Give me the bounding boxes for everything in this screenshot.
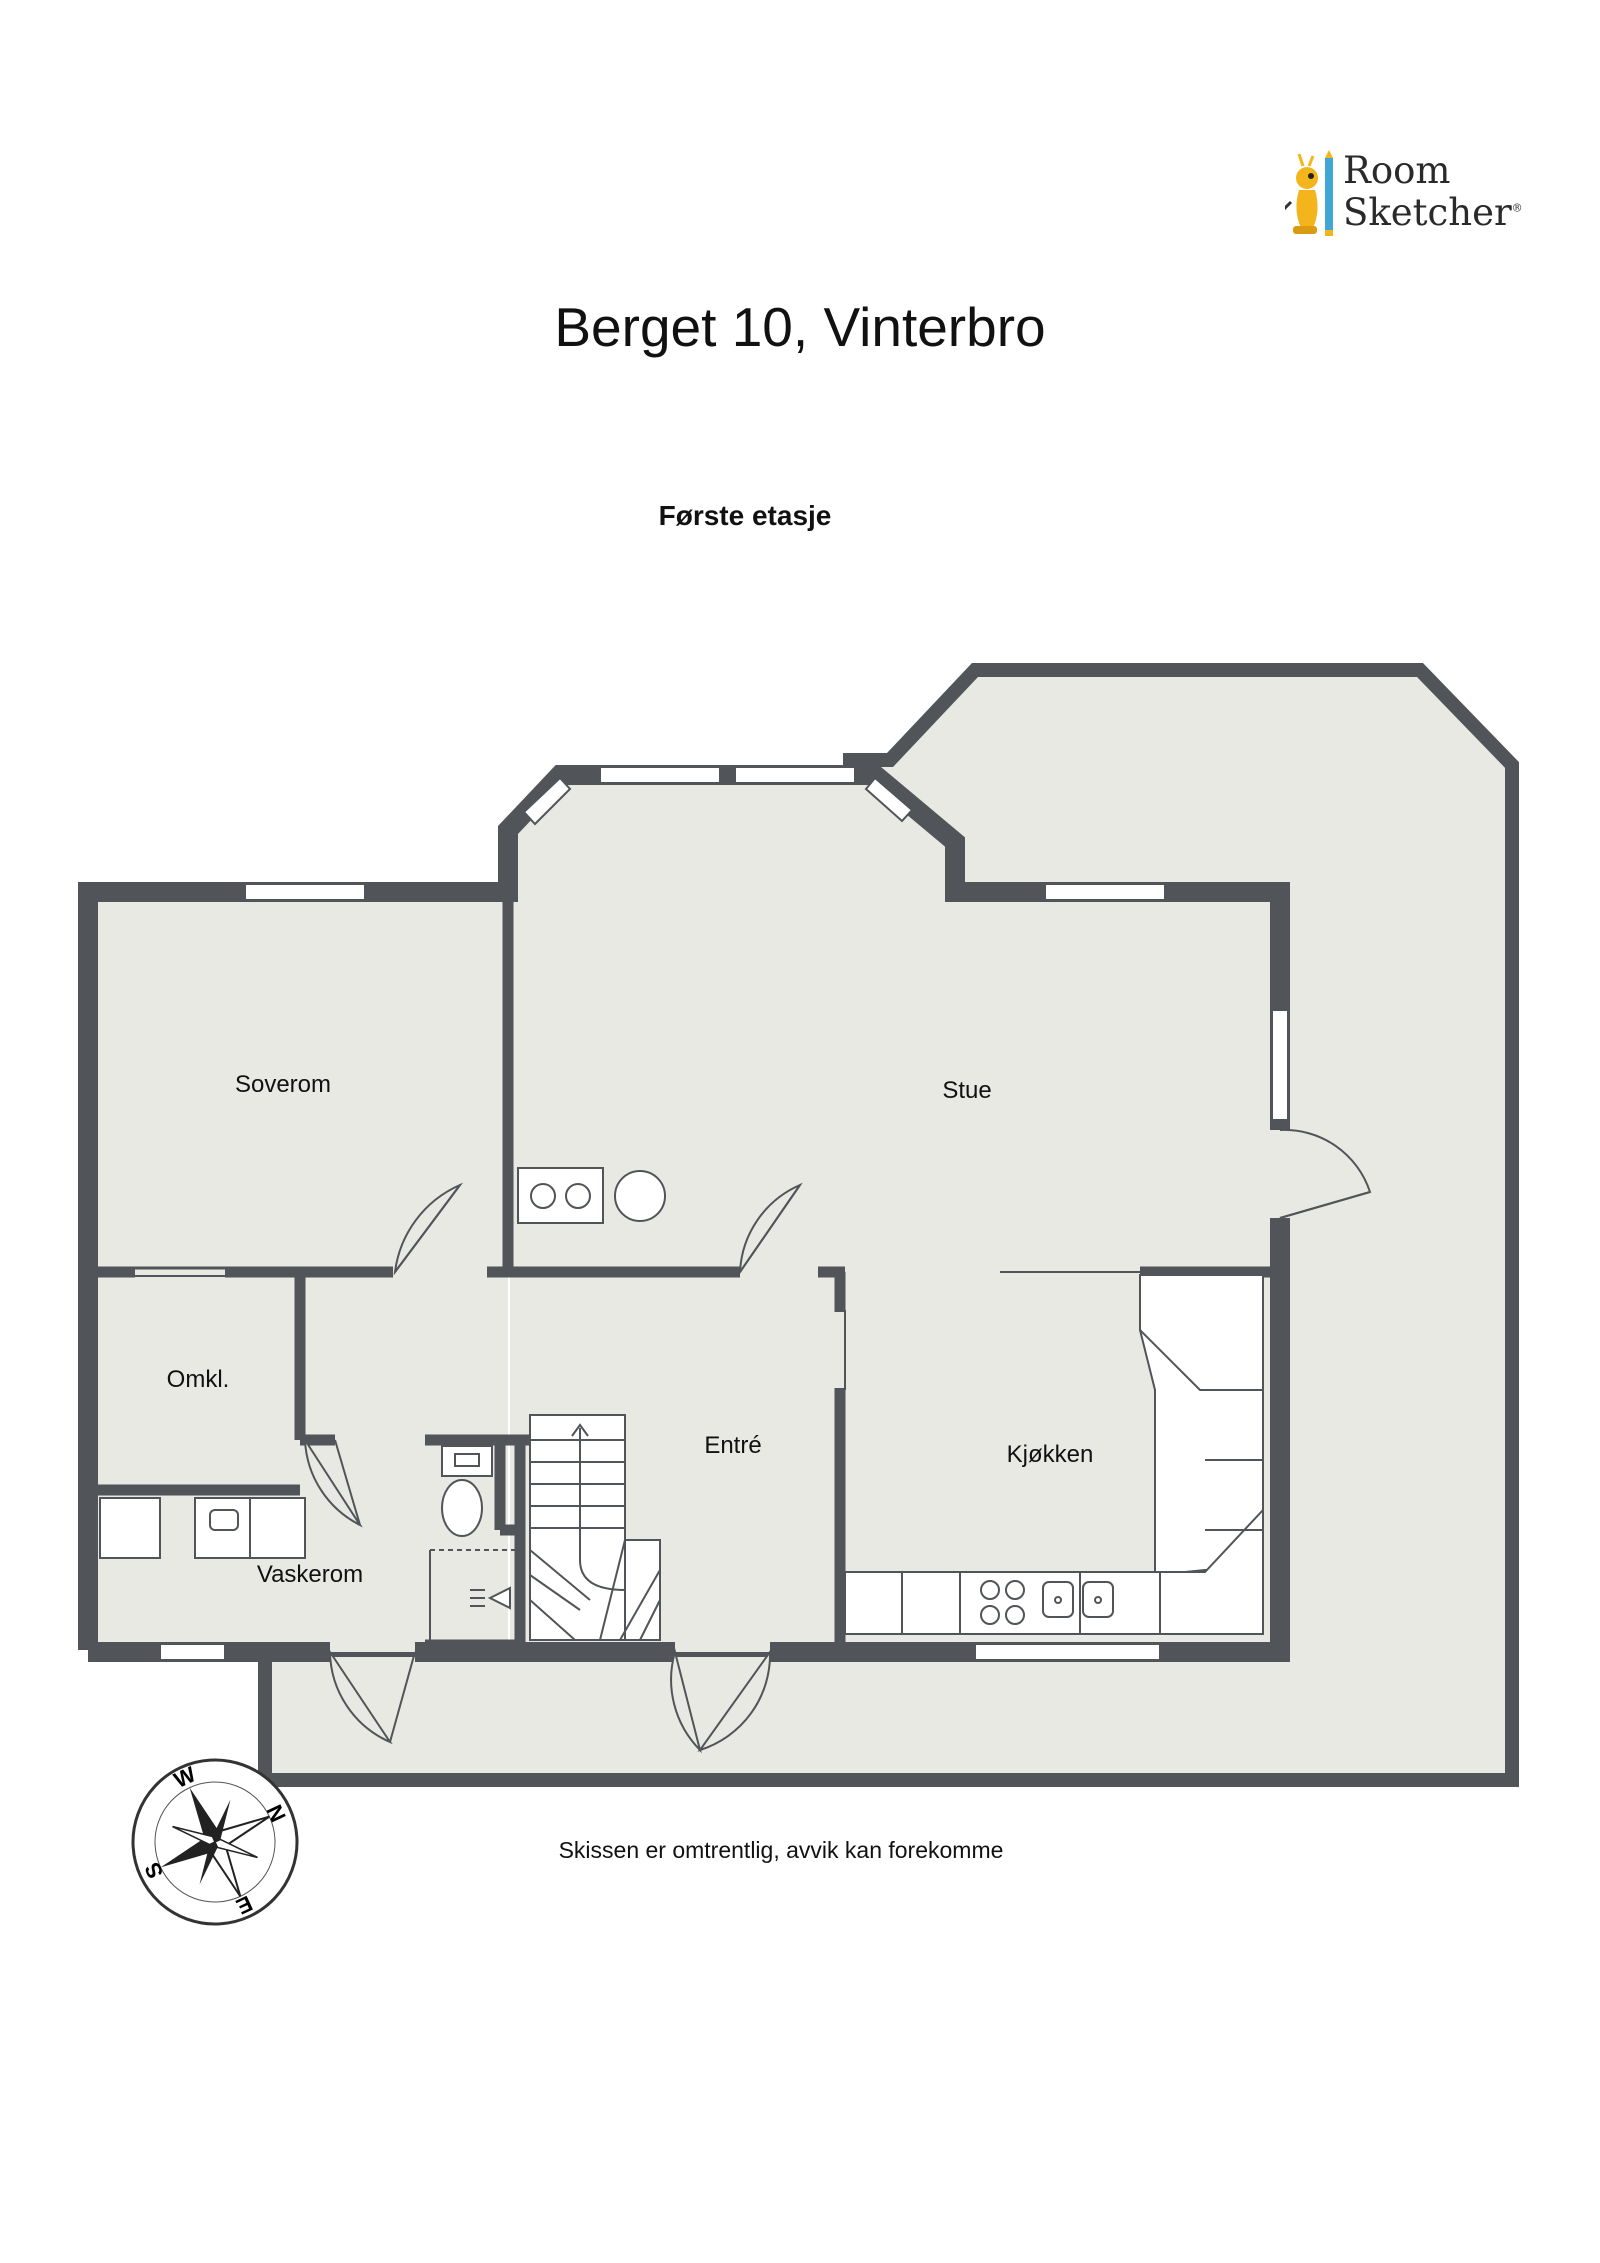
label-kjokken: Kjøkken bbox=[1007, 1441, 1094, 1468]
door-stue[interactable] bbox=[738, 1182, 803, 1276]
toilet-icon bbox=[441, 1445, 493, 1537]
label-soverom: Soverom bbox=[235, 1071, 331, 1098]
label-stue: Stue bbox=[942, 1077, 991, 1104]
label-omkl: Omkl. bbox=[167, 1366, 230, 1393]
doors bbox=[135, 1128, 1372, 1754]
windows bbox=[159, 766, 1289, 1661]
door-omkl-sliding[interactable] bbox=[135, 1266, 225, 1277]
door-soverom[interactable] bbox=[393, 1182, 464, 1276]
stove-icon bbox=[980, 1580, 1025, 1625]
label-entre: Entré bbox=[704, 1432, 761, 1459]
shower-icon bbox=[429, 1549, 520, 1645]
roomsketcher-mascot-icon bbox=[1285, 150, 1333, 236]
door-terrace-stue[interactable] bbox=[1279, 1128, 1372, 1219]
page-title: Berget 10, Vinterbro bbox=[554, 296, 1046, 358]
logo-text-sketcher: Sketcher® bbox=[1343, 191, 1523, 234]
staircase bbox=[529, 1414, 661, 1641]
roomsketcher-logo: Room Sketcher® bbox=[1285, 150, 1535, 240]
door-vaskerom-outside[interactable] bbox=[328, 1648, 416, 1745]
sink-icon bbox=[1042, 1581, 1114, 1618]
interior-walls bbox=[88, 892, 1280, 1652]
door-front-entre[interactable] bbox=[670, 1648, 772, 1754]
fireplace-icon bbox=[517, 1167, 666, 1224]
label-vaskerom: Vaskerom bbox=[257, 1561, 363, 1588]
door-vaskerom[interactable] bbox=[303, 1436, 363, 1528]
laundry-appliances bbox=[99, 1497, 306, 1559]
floor-label: Første etasje bbox=[658, 500, 832, 531]
logo-text-room: Room bbox=[1343, 149, 1451, 192]
compass-rose-icon: N W S E bbox=[131, 1758, 299, 1926]
disclaimer-text: Skissen er omtrentlig, avvik kan forekom… bbox=[558, 1837, 1004, 1863]
